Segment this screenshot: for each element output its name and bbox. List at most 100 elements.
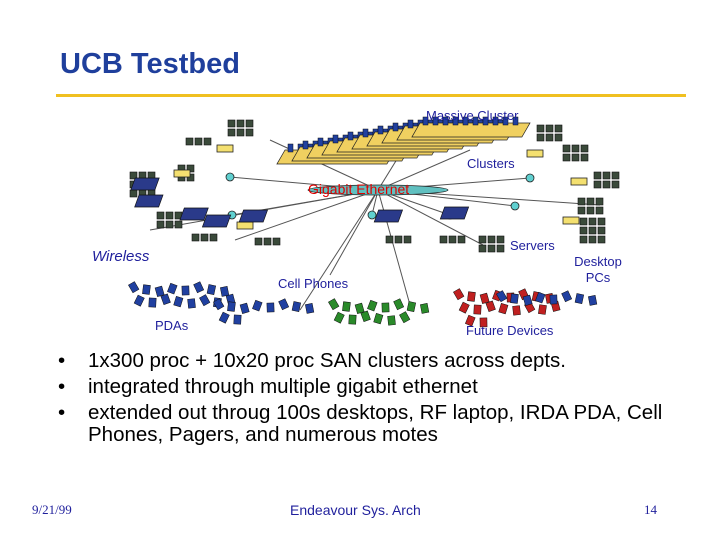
pda-device [213, 298, 225, 311]
network-node [510, 201, 520, 211]
cell-phone-device [367, 299, 378, 312]
network-link [234, 189, 379, 241]
label-wireless: Wireless [92, 248, 150, 265]
future-device [467, 291, 476, 302]
computer-rack [203, 137, 212, 146]
cell-phone-device [406, 301, 417, 313]
future-device [574, 293, 585, 305]
desktop-panel [570, 177, 588, 186]
computer-rack [593, 171, 602, 180]
computer-rack [245, 128, 254, 137]
pda-device [173, 295, 184, 308]
label-clusters: Clusters [467, 156, 515, 171]
future-device [453, 288, 465, 301]
computer-rack [254, 237, 263, 246]
future-device [512, 305, 521, 316]
footer-page-number: 14 [644, 502, 657, 517]
future-device [549, 294, 558, 305]
computer-rack [165, 211, 174, 220]
computer-rack [496, 244, 505, 253]
label-servers: Servers [510, 238, 555, 253]
future-device [538, 304, 547, 315]
gigabit-ethernet-bus [307, 184, 449, 196]
future-device [485, 300, 496, 313]
computer-rack [595, 197, 604, 206]
footer-title: Endeavour Sys. Arch [290, 502, 421, 518]
computer-rack [385, 235, 394, 244]
computer-rack [571, 153, 580, 162]
computer-rack [394, 235, 403, 244]
computer-rack [536, 133, 545, 142]
computer-rack [554, 133, 563, 142]
desktop-panel [236, 221, 254, 230]
cell-phone-device [419, 303, 430, 314]
label-massive-cluster: Massive Cluster [426, 108, 519, 123]
testbed-network-diagram [128, 116, 620, 328]
pda-device [266, 302, 275, 313]
computer-rack [487, 235, 496, 244]
network-node [367, 210, 377, 220]
pda-device [154, 285, 165, 297]
pda-device [133, 294, 145, 307]
computer-rack [174, 220, 183, 229]
pda-device [187, 298, 196, 309]
cell-phone-device [381, 302, 390, 313]
future-device [479, 292, 490, 304]
computer-rack [602, 171, 611, 180]
bullet-item: 1x300 proc + 10x20 proc SAN clusters acr… [56, 350, 696, 373]
cluster-board [411, 116, 531, 138]
computer-rack [227, 128, 236, 137]
computer-rack [588, 226, 597, 235]
computer-rack [403, 235, 412, 244]
bullet-item: extended out throug 100s desktops, RF la… [56, 402, 696, 446]
future-device [535, 291, 546, 304]
desktop-panel [562, 216, 580, 225]
computer-rack [562, 144, 571, 153]
computer-rack [577, 197, 586, 206]
pda-device [206, 284, 217, 296]
computer-rack [209, 233, 218, 242]
network-node [225, 172, 235, 182]
network-link [377, 189, 484, 246]
computer-rack [186, 173, 195, 182]
label-desktop-pcs: Desktop PCs [574, 254, 622, 285]
cell-phone-device [373, 312, 384, 325]
title-underline [56, 94, 686, 97]
pda-device [304, 303, 315, 314]
pda-device [233, 314, 242, 325]
computer-rack [272, 237, 281, 246]
pda-device [218, 311, 230, 324]
computer-rack [580, 144, 589, 153]
laptop [238, 209, 269, 223]
future-device [473, 304, 482, 315]
cell-phone-device [333, 311, 345, 324]
pda-device [128, 281, 140, 294]
cell-phone-device [342, 301, 351, 312]
computer-rack [156, 220, 165, 229]
computer-rack [554, 124, 563, 133]
pda-device [199, 294, 211, 307]
bullet-item: integrated through multiple gigabit ethe… [56, 376, 696, 399]
network-link [377, 189, 411, 306]
computer-rack [579, 217, 588, 226]
desktop-panel [526, 149, 544, 158]
future-device [498, 302, 509, 315]
footer-date: 9/21/99 [32, 502, 72, 517]
pda-device [148, 297, 157, 308]
network-link [329, 189, 379, 276]
computer-rack [595, 206, 604, 215]
computer-rack [602, 180, 611, 189]
pda-device [193, 281, 205, 294]
pda-device [167, 282, 178, 295]
future-device [587, 295, 598, 306]
laptop [130, 177, 160, 191]
pda-device [219, 286, 230, 297]
computer-rack [597, 217, 606, 226]
computer-rack [200, 233, 209, 242]
future-device [458, 301, 470, 314]
computer-rack [165, 220, 174, 229]
computer-rack [545, 133, 554, 142]
bullet-list: 1x300 proc + 10x20 proc SAN clusters acr… [56, 350, 696, 450]
cell-phone-device [387, 315, 396, 326]
future-device [561, 290, 573, 303]
